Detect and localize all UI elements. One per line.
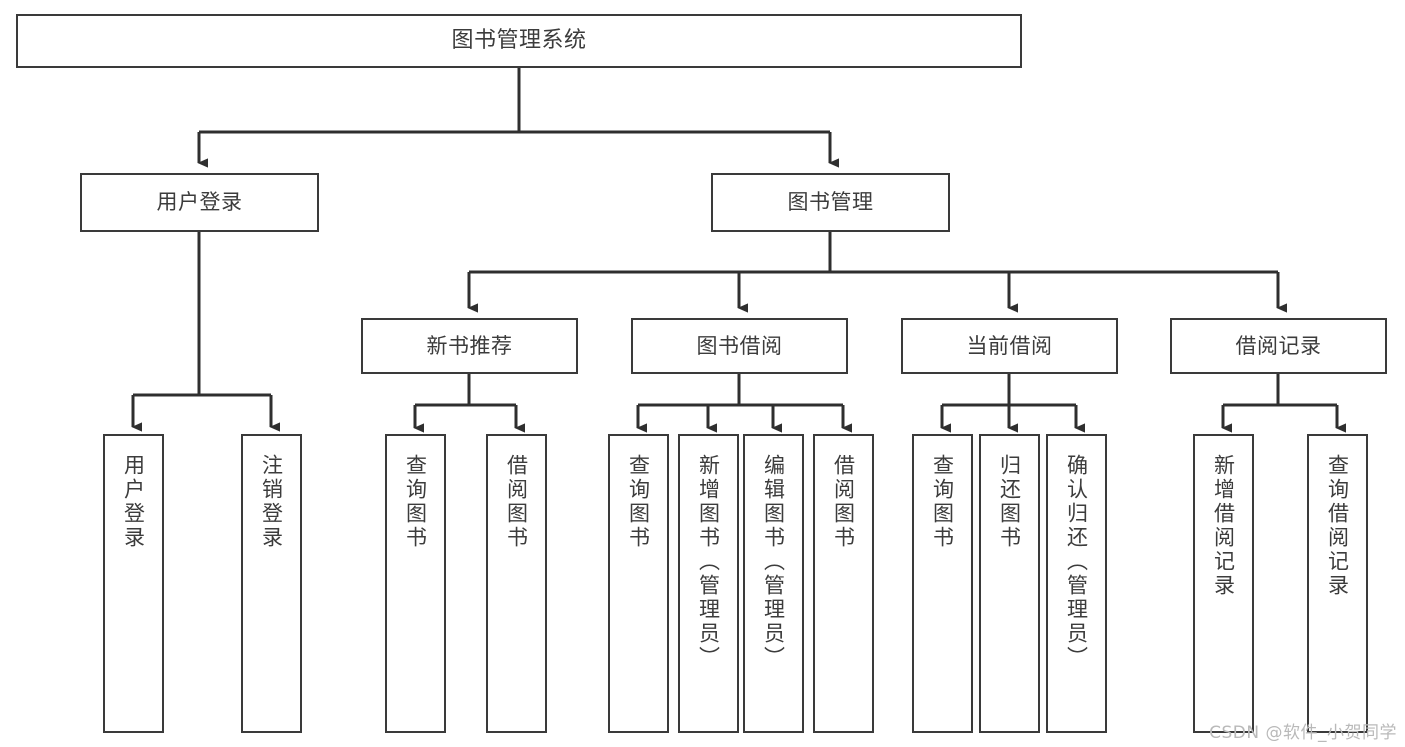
node-leaf-query-book-1[interactable]: 查询图书 [385, 434, 446, 733]
node-leaf-add-book[interactable]: 新增图书（管理员） [678, 434, 739, 733]
node-leaf-user-login[interactable]: 用户登录 [103, 434, 164, 733]
node-leaf-confirm-return[interactable]: 确认归还（管理员） [1046, 434, 1107, 733]
node-leaf-query-borrow-record[interactable]: 查询借阅记录 [1307, 434, 1368, 733]
node-label: 用户登录 [156, 190, 243, 215]
node-leaf-query-book-2[interactable]: 查询图书 [608, 434, 669, 733]
node-label: 查询图书 [930, 454, 955, 550]
node-label: 图书借阅 [696, 333, 783, 358]
node-label: 借阅图书 [504, 454, 529, 550]
node-leaf-borrow-book-1[interactable]: 借阅图书 [486, 434, 547, 733]
node-label: 查询借阅记录 [1325, 454, 1350, 598]
node-root-book-management-system[interactable]: 图书管理系统 [16, 14, 1022, 68]
node-leaf-query-book-3[interactable]: 查询图书 [912, 434, 973, 733]
node-label: 借阅记录 [1235, 333, 1322, 358]
csdn-watermark: CSDN @软件_小贺同学 [1209, 723, 1397, 743]
node-label: 注销登录 [259, 454, 284, 550]
node-borrow-record[interactable]: 借阅记录 [1170, 318, 1387, 374]
node-label: 新增图书（管理员） [696, 454, 721, 670]
node-label: 图书管理 [787, 190, 874, 215]
node-label: 归还图书 [997, 454, 1022, 550]
node-label: 查询图书 [403, 454, 428, 550]
node-leaf-logout[interactable]: 注销登录 [241, 434, 302, 733]
node-label: 编辑图书（管理员） [761, 454, 786, 670]
node-leaf-edit-book[interactable]: 编辑图书（管理员） [743, 434, 804, 733]
node-label: 用户登录 [121, 454, 146, 550]
node-label: 当前借阅 [966, 333, 1053, 358]
node-leaf-add-borrow-record[interactable]: 新增借阅记录 [1193, 434, 1254, 733]
node-label: 查询图书 [626, 454, 651, 550]
node-book-manage[interactable]: 图书管理 [711, 173, 950, 232]
node-label: 借阅图书 [831, 454, 856, 550]
node-label: 新书推荐 [426, 333, 513, 358]
node-new-book-recommend[interactable]: 新书推荐 [361, 318, 578, 374]
node-current-borrow[interactable]: 当前借阅 [901, 318, 1118, 374]
node-label: 确认归还（管理员） [1064, 454, 1089, 670]
node-user-login[interactable]: 用户登录 [80, 173, 319, 232]
node-leaf-return-book[interactable]: 归还图书 [979, 434, 1040, 733]
node-label: 图书管理系统 [451, 28, 587, 54]
node-label: 新增借阅记录 [1211, 454, 1236, 598]
node-leaf-borrow-book-2[interactable]: 借阅图书 [813, 434, 874, 733]
node-book-borrow[interactable]: 图书借阅 [631, 318, 848, 374]
